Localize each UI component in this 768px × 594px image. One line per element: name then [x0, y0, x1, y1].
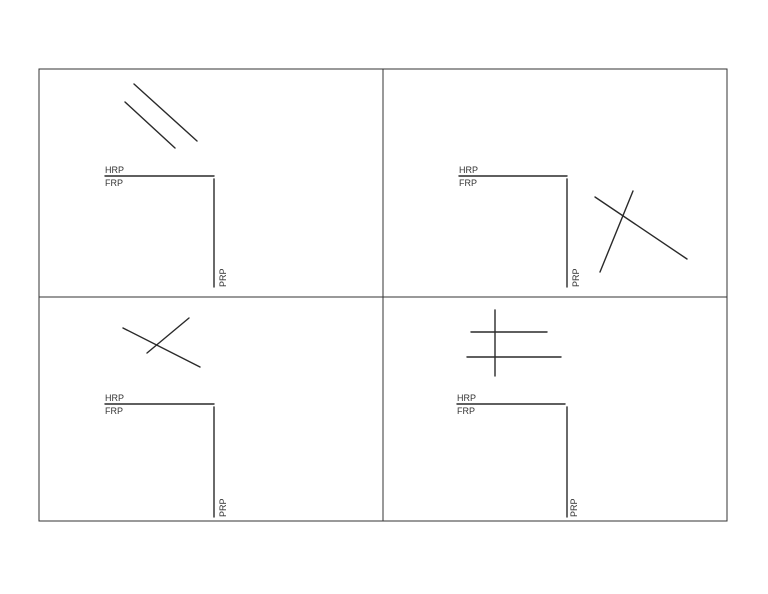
panel-3: HRP FRP PRP [104, 317, 228, 518]
frp-label: FRP [459, 178, 477, 188]
frp-label: FRP [457, 406, 475, 416]
frp-label: FRP [105, 406, 123, 416]
prp-label: PRP [569, 498, 579, 517]
hrp-label: HRP [105, 165, 124, 175]
prp-label: PRP [218, 498, 228, 517]
hrp-label: HRP [459, 165, 478, 175]
projection-line-b [146, 317, 190, 354]
hrp-label: HRP [105, 393, 124, 403]
panel-4: HRP FRP PRP [456, 309, 579, 518]
panel-2: HRP FRP PRP [458, 165, 688, 288]
projection-line-b [124, 101, 176, 149]
panel-1: HRP FRP PRP [104, 83, 228, 288]
projection-line-a [133, 83, 198, 142]
projection-line-a [122, 327, 201, 368]
projection-line-a [594, 196, 688, 260]
prp-label: PRP [218, 268, 228, 287]
frp-label: FRP [105, 178, 123, 188]
hrp-label: HRP [457, 393, 476, 403]
prp-label: PRP [571, 268, 581, 287]
projection-line-b [599, 190, 634, 273]
